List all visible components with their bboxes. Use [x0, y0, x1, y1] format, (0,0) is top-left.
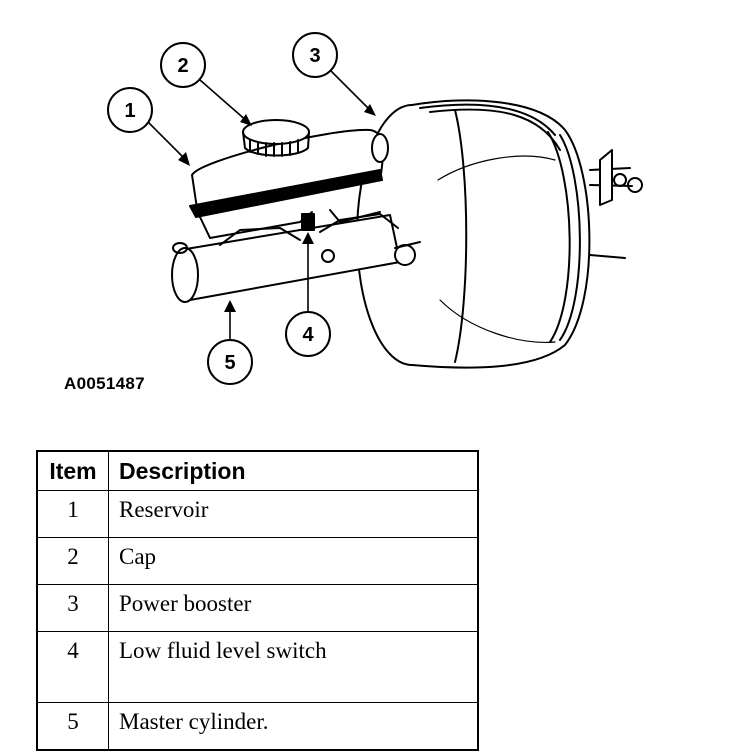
description-header: Description — [108, 450, 479, 491]
item-number: 4 — [36, 631, 109, 703]
table-row: 3 Power booster — [36, 584, 479, 632]
table-row: 2 Cap — [36, 537, 479, 585]
item-number: 1 — [36, 490, 109, 538]
item-description: Master cylinder. — [108, 702, 479, 751]
table-header-row: Item Description — [36, 450, 479, 491]
figure-id: A0051487 — [64, 374, 145, 393]
item-header: Item — [36, 450, 109, 491]
item-description: Cap — [108, 537, 479, 585]
power-booster — [356, 99, 643, 369]
callout-4: 4 — [302, 324, 314, 346]
reservoir-cap — [242, 119, 310, 157]
fluid-level-switch — [301, 213, 315, 231]
item-number: 5 — [36, 702, 109, 751]
item-description: Power booster — [108, 584, 479, 632]
table-row: 1 Reservoir — [36, 490, 479, 538]
legend-table: Item Description 1 Reservoir 2 Cap 3 Pow… — [36, 450, 479, 751]
brake-assembly-illustration: 1 2 3 4 5 — [107, 32, 643, 385]
callout-1: 1 — [124, 100, 135, 122]
item-number: 3 — [36, 584, 109, 632]
reservoir — [189, 128, 389, 239]
callout-3: 3 — [309, 45, 320, 67]
callout-2: 2 — [177, 55, 188, 77]
callout-5: 5 — [224, 352, 235, 374]
item-description: Low fluid level switch — [108, 631, 479, 703]
item-description: Reservoir — [108, 490, 479, 538]
item-number: 2 — [36, 537, 109, 585]
table-row: 5 Master cylinder. — [36, 702, 479, 751]
table-row: 4 Low fluid level switch — [36, 631, 479, 703]
